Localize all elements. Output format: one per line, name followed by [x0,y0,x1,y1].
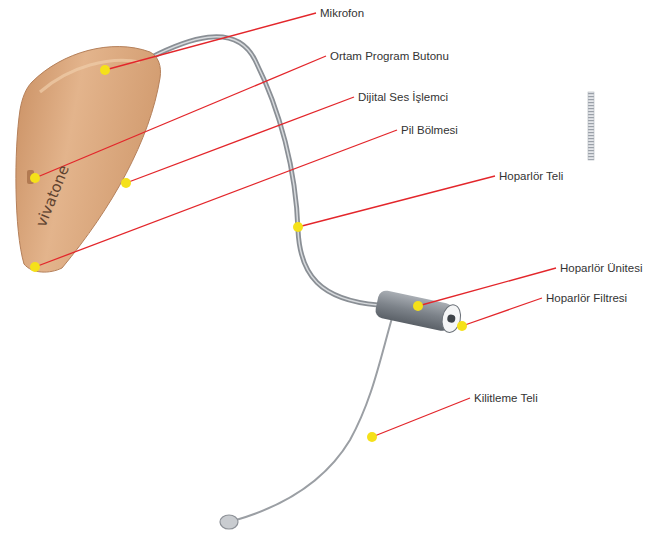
device-body [16,47,161,273]
speaker-unit [374,289,463,334]
callout-dots [30,65,467,442]
part-label: Mikrofon [320,6,364,20]
part-label: Hoparlör Teli [499,169,563,183]
part-label: Hoparlör Ünitesi [560,261,642,275]
lock-wire [236,318,392,520]
speaker-wire [150,37,378,305]
part-label: Pil Bölmesi [401,123,458,137]
lock-pad [220,515,238,529]
part-label: Dijital Ses İşlemci [358,90,448,104]
speaker-wire-highlight [150,37,378,305]
part-label: Ortam Program Butonu [330,49,449,63]
part-label: Hoparlör Filtresi [546,291,627,305]
part-label: Kilitleme Teli [474,391,538,405]
leader-lines [35,13,556,437]
spare-filter [588,92,594,160]
